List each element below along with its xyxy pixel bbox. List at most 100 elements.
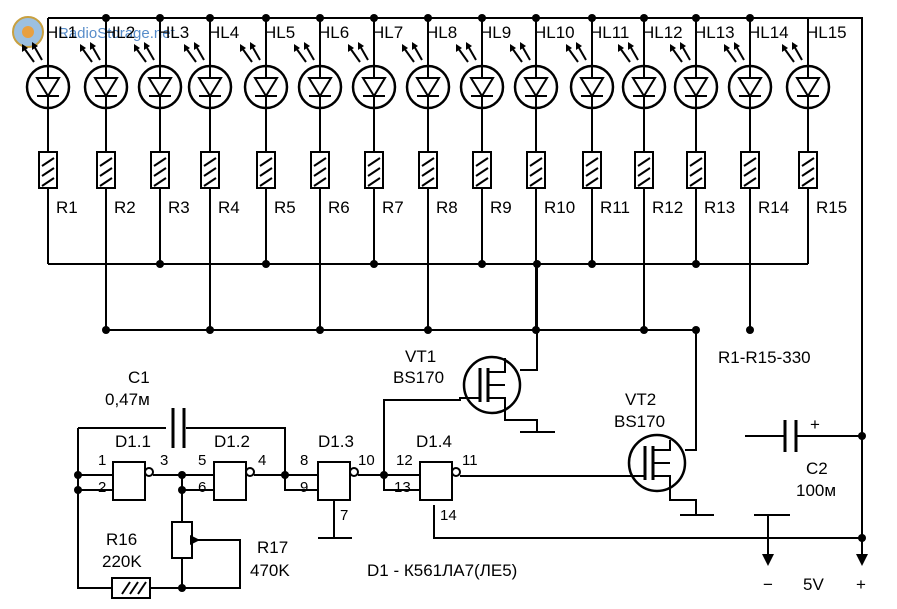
- resistor-label: R5: [274, 198, 296, 217]
- led-label: HL14: [748, 23, 789, 42]
- gate-d1-4-pin14: 14: [440, 507, 457, 524]
- vt1-transistor: [383, 355, 555, 480]
- led-label: HL8: [426, 23, 457, 42]
- gate-d1-2-pin4: 4: [258, 452, 266, 469]
- c2-value: 100м: [796, 481, 836, 500]
- resistor-label: R7: [382, 198, 404, 217]
- junction-dot: [102, 14, 110, 22]
- gate-d1-2-name: D1.2: [214, 432, 250, 451]
- led-label: HL5: [264, 23, 295, 42]
- gate-d1-4-name: D1.4: [416, 432, 452, 451]
- resistor-label: R1: [56, 198, 78, 217]
- resistor-icon: [526, 151, 546, 189]
- resistor-icon: [418, 151, 438, 189]
- led-label: HL15: [806, 23, 847, 42]
- led-label: HL11: [590, 23, 629, 42]
- plus-arrow-icon: [856, 554, 868, 566]
- resistor-label: R13: [704, 198, 735, 217]
- led-label: HL10: [534, 23, 575, 42]
- led-label: HL2: [104, 23, 135, 42]
- junction-dot: [692, 14, 700, 22]
- led-icon: [348, 42, 397, 110]
- led-icon: [724, 42, 773, 110]
- resistor-label: R6: [328, 198, 350, 217]
- gate-d1-3-pin7: 7: [340, 507, 348, 524]
- gate-d1-3: [317, 461, 359, 501]
- resistor-label: R12: [652, 198, 683, 217]
- led-label: HL6: [318, 23, 349, 42]
- c2-name: C2: [806, 459, 828, 478]
- led-icon: [184, 42, 233, 110]
- gate-d1-3-pin9: 9: [300, 479, 308, 496]
- led-icon: [294, 42, 343, 110]
- vt2-drain-wire: [685, 330, 697, 451]
- vt2-transistor: [460, 433, 714, 516]
- minus-rail: [433, 505, 862, 539]
- resistor-label: R4: [218, 198, 240, 217]
- junction-dot: [532, 14, 540, 22]
- gate-d1-4-pin11: 11: [462, 452, 478, 469]
- gate-d1-1: [112, 461, 154, 501]
- led-icon: [782, 42, 831, 110]
- resistor-icon: [150, 151, 170, 189]
- r17-name: R17: [257, 538, 288, 557]
- junction-dot: [746, 326, 754, 334]
- resistor-icon: [740, 151, 760, 189]
- gate-d1-1-pin3: 3: [160, 452, 168, 469]
- resistor-label: R15: [816, 198, 847, 217]
- r16-value: 220K: [102, 552, 142, 571]
- gate-d1-4-pin13: 13: [394, 479, 411, 496]
- junction-dot: [206, 14, 214, 22]
- resistor-icon: [364, 151, 384, 189]
- vt2-name: VT2: [625, 390, 656, 409]
- led-label: HL1: [46, 23, 77, 42]
- junction-dot: [640, 14, 648, 22]
- led-label: HL7: [372, 23, 403, 42]
- resistor-label: R10: [544, 198, 575, 217]
- resistor-icon: [200, 151, 220, 189]
- chip-note: D1 - К561ЛА7(ЛЕ5): [367, 561, 517, 580]
- resistor-icon: [582, 151, 602, 189]
- vt1-drain-wire: [520, 264, 538, 371]
- led-icon: [670, 42, 719, 110]
- junction-dot: [262, 14, 270, 22]
- junction-dot: [746, 14, 754, 22]
- c1-capacitor: [171, 408, 186, 448]
- gate-wiring: [77, 427, 420, 589]
- resistor-label: R11: [600, 198, 630, 217]
- vt1-name: VT1: [405, 347, 436, 366]
- resistor-label: R2: [114, 198, 136, 217]
- resistor-icon: [634, 151, 654, 189]
- led-icon: [80, 42, 129, 110]
- resistor-icon: [38, 151, 58, 189]
- r16-resistor: [111, 577, 151, 599]
- gate-d1-3-pin10: 10: [358, 452, 375, 469]
- resistor-icon: [472, 151, 492, 189]
- junction-dot: [370, 14, 378, 22]
- c1-name: C1: [128, 368, 150, 387]
- led-icon: [618, 42, 667, 110]
- gate-d1-4: [419, 461, 461, 501]
- led-label: HL9: [480, 23, 511, 42]
- resistor-icon: [798, 151, 818, 189]
- junction-dot: [478, 14, 486, 22]
- r17-value: 470K: [250, 561, 290, 580]
- resistor-icon: [256, 151, 276, 189]
- resistor-label: R8: [436, 198, 458, 217]
- junction-dot: [316, 14, 324, 22]
- gate-d1-2-pin6: 6: [198, 479, 206, 496]
- led-label: HL4: [208, 23, 239, 42]
- resistor-label: R14: [758, 198, 789, 217]
